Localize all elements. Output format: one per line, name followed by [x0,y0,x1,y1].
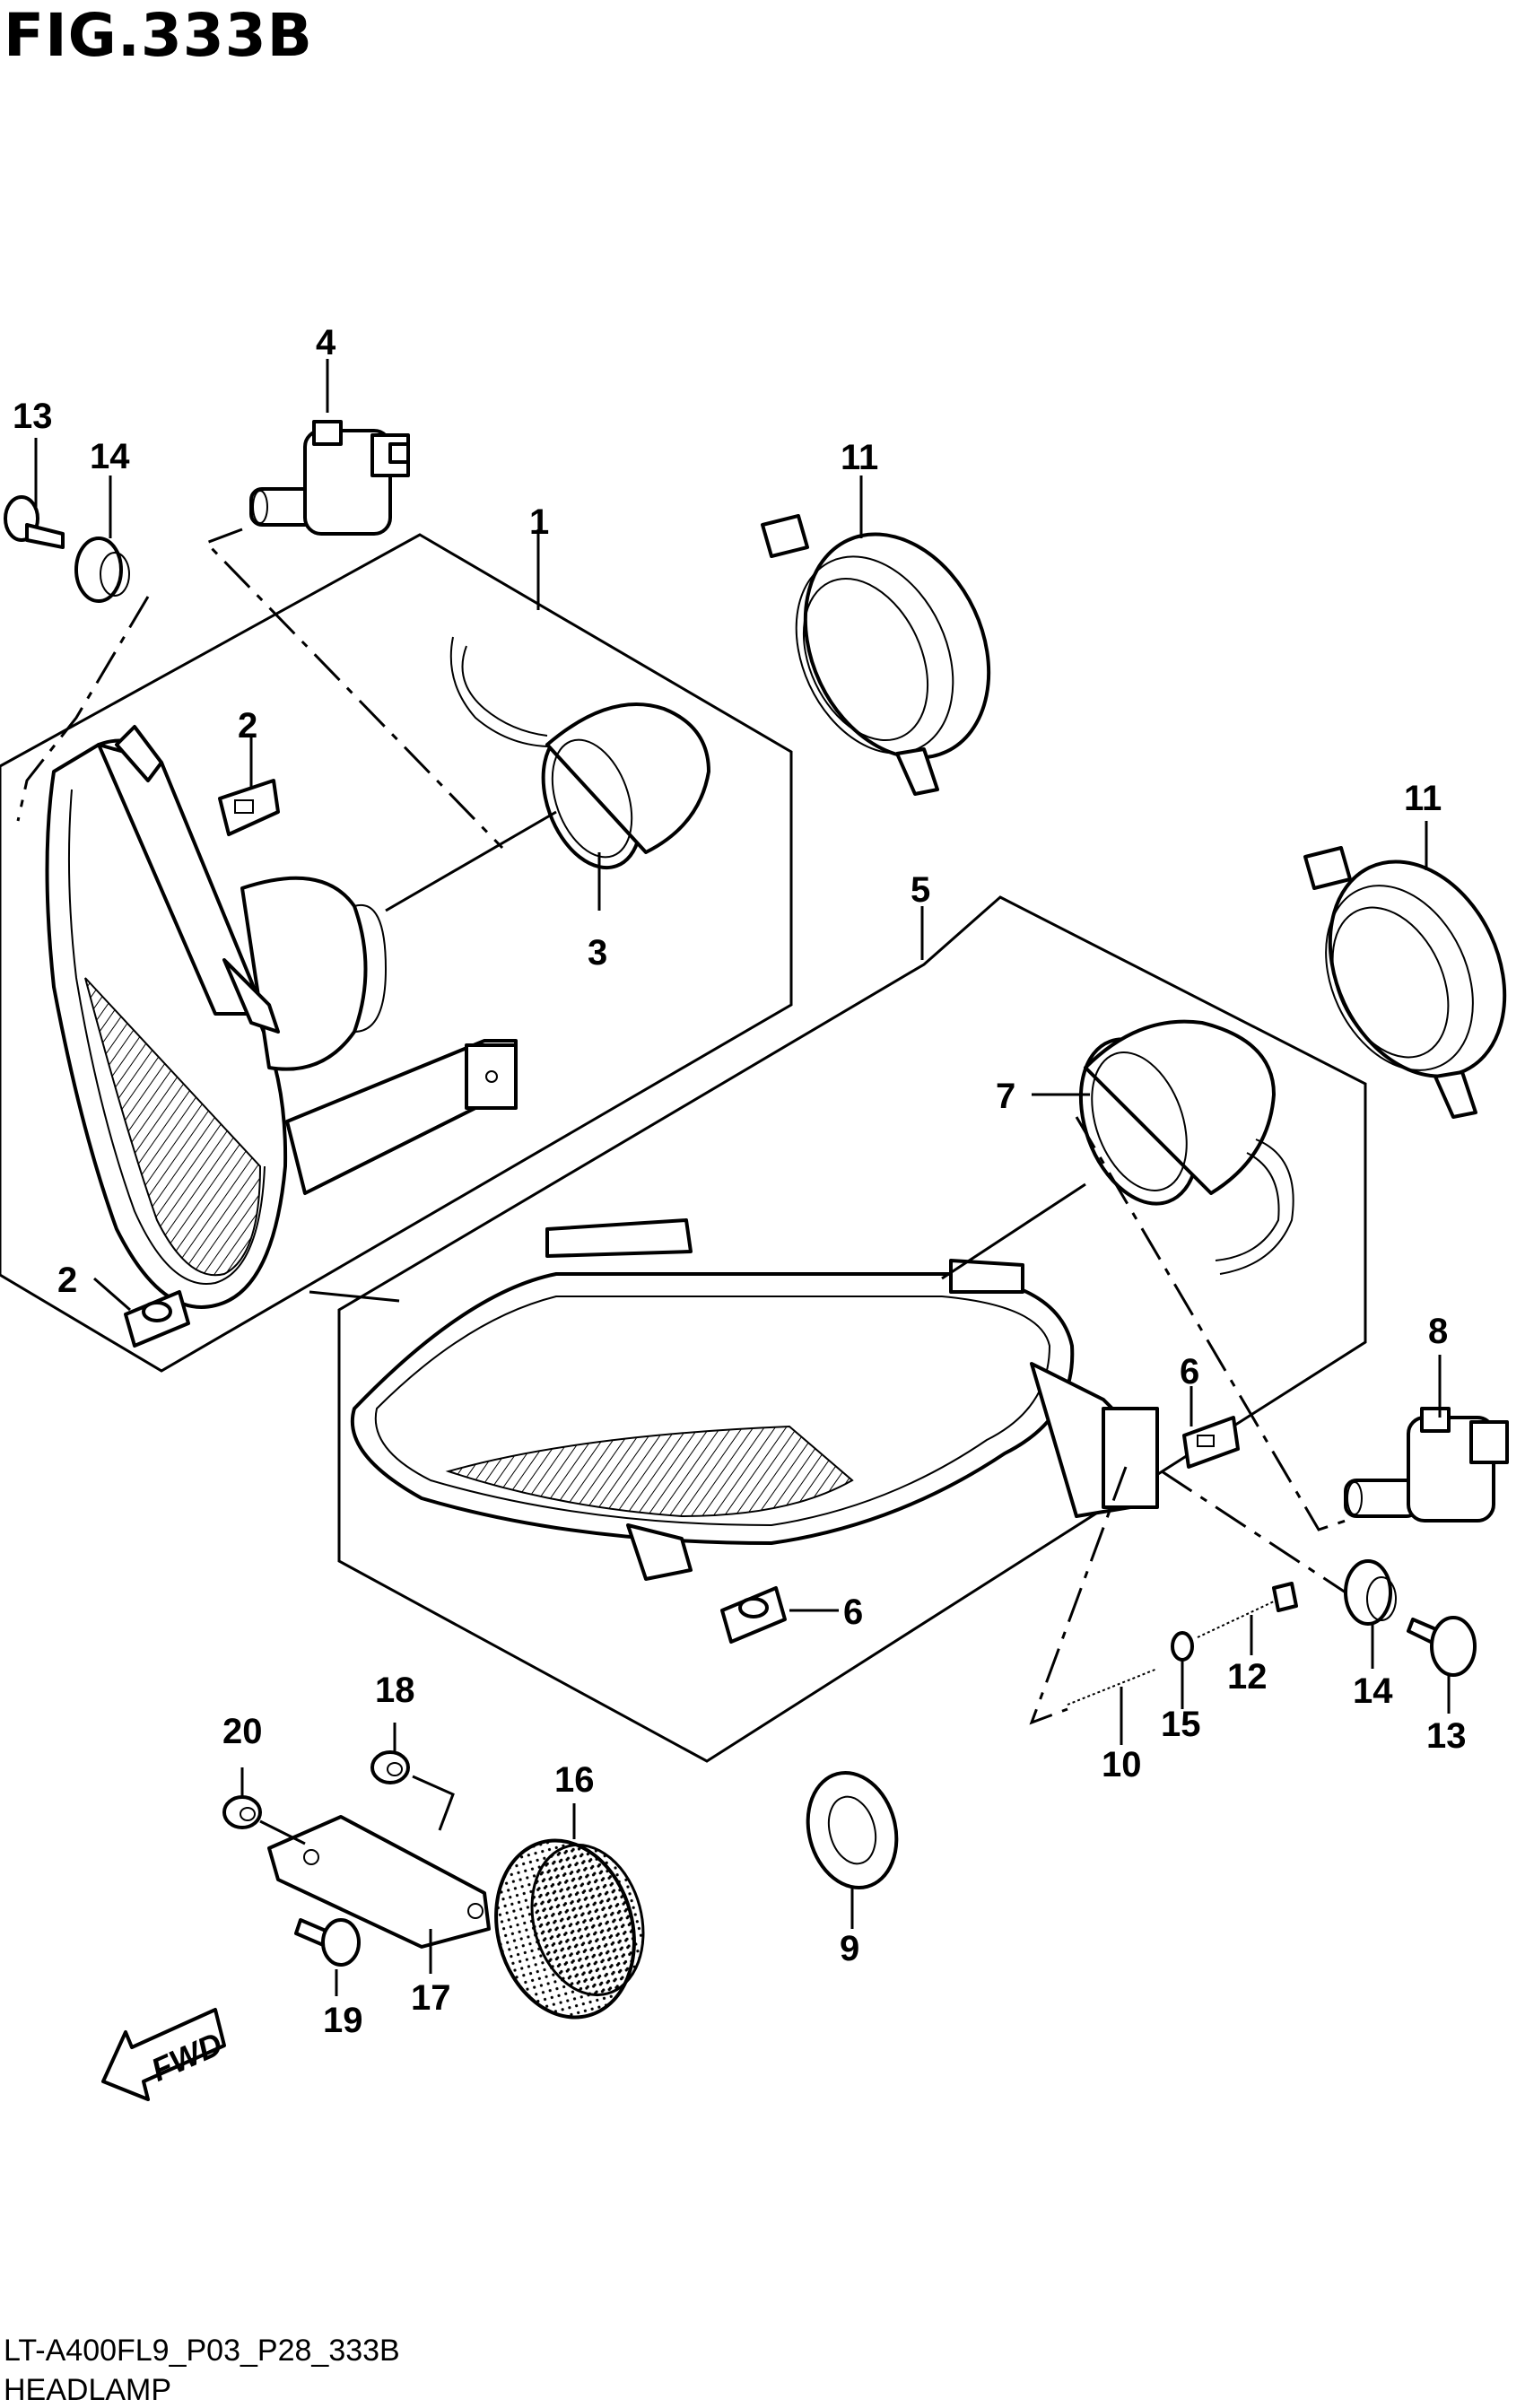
callout-10: 10 [1102,1745,1142,1784]
callout-11-right: 11 [1404,779,1442,818]
clip-6-lower [720,1586,787,1644]
rubber-9 [806,1770,899,1890]
callout-11-top: 11 [841,438,878,477]
callout-5: 5 [911,870,930,910]
bolt-19 [294,1918,361,1967]
callout-20: 20 [222,1712,263,1751]
nut-18 [370,1750,410,1784]
callout-4: 4 [316,323,336,362]
callout-13-right: 13 [1426,1716,1467,1756]
callout-6-right: 6 [1180,1352,1199,1392]
bolt-12 [1197,1582,1298,1638]
bulb-socket-7 [1078,1019,1294,1275]
callout-2-upper: 2 [238,706,257,746]
callout-1: 1 [529,502,549,542]
figure-title: FIG.333B [4,1,313,70]
callout-3: 3 [588,933,607,973]
bulb-8 [1344,1407,1509,1522]
screw-13-right [1407,1616,1477,1677]
model-code: LT-A400FL9_P03_P28_333B [4,2334,400,2368]
spring-10 [1067,1668,1158,1706]
bulb-4 [249,420,410,536]
headlamp-housing-left [45,725,518,1309]
callout-16: 16 [554,1760,595,1800]
washer-15 [1171,1631,1194,1662]
callout-19: 19 [323,2001,363,2040]
callout-6-lower: 6 [843,1592,863,1632]
clip-2-upper [218,779,280,836]
clip-2-lower [124,1290,190,1348]
section-name: HEADLAMP [4,2373,172,2407]
callout-9: 9 [840,1929,859,1968]
callout-18: 18 [375,1671,415,1710]
adapter-ring-11-right [1303,846,1507,1119]
reflector-16 [494,1838,645,2020]
nut-20 [222,1795,262,1829]
group-box-5 [337,895,1367,1763]
bulb-socket-3 [449,636,710,870]
group-box-1 [0,533,793,1373]
clip-6-right [1182,1416,1240,1469]
grommet-14-upper [74,537,130,603]
callout-13-upper: 13 [13,397,53,436]
callout-14-right: 14 [1353,1671,1393,1711]
adapter-ring-11-top [761,514,991,796]
screw-13-upper [4,495,65,549]
callout-12: 12 [1227,1657,1268,1697]
callout-8: 8 [1428,1312,1448,1351]
callout-7: 7 [996,1077,1015,1116]
callout-2-lower: 2 [57,1261,77,1300]
forward-arrow: FWD [101,2008,228,2101]
callout-14-upper: 14 [90,437,130,476]
callout-17: 17 [411,1978,451,2018]
headlamp-housing-right [350,1218,1159,1581]
callout-15: 15 [1161,1705,1201,1744]
grommet-14-right [1344,1559,1397,1626]
bracket-17 [267,1815,491,1949]
